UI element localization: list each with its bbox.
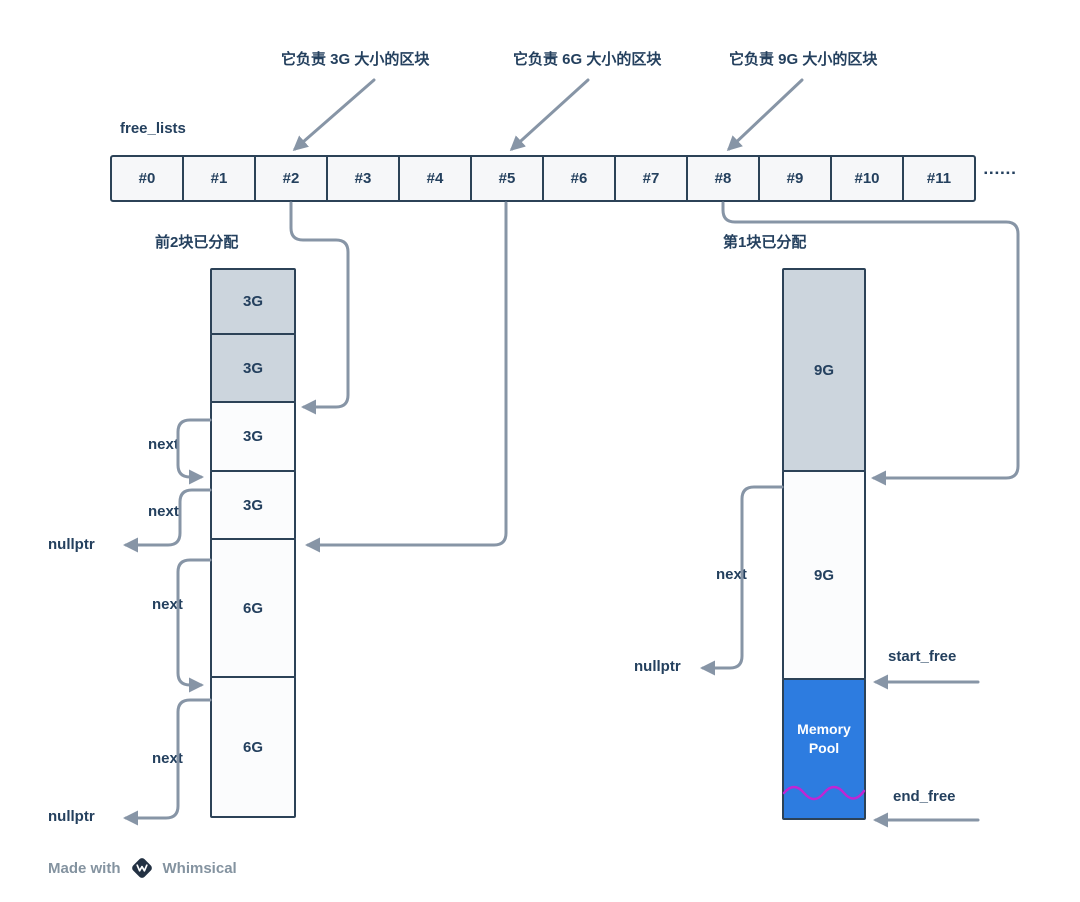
block-3g-free-1: 3G <box>210 401 296 472</box>
next-label-right: next <box>716 566 747 583</box>
made-with-text: Made with <box>48 859 121 877</box>
right-block-stack: 9G 9G Memory Pool <box>782 268 866 820</box>
block-3g-allocated-1: 3G <box>210 268 296 335</box>
free-list-cell-6: #6 <box>542 157 614 200</box>
free-list-cell-0: #0 <box>138 170 156 187</box>
block-6g-free-1: 6G <box>210 538 296 678</box>
block-9g-free: 9G <box>782 470 866 680</box>
end-free-label: end_free <box>893 788 956 805</box>
whimsical-brand-text: Whimsical <box>162 859 237 877</box>
cell5-pointer-arrow <box>305 201 508 553</box>
left-block-stack: 3G 3G 3G 3G 6G 6G <box>210 268 296 818</box>
array-continuation-marks: ▪▪▪▪▪▪ <box>984 168 1018 179</box>
annotation-3g: 它负责 3G 大小的区块 <box>281 51 430 68</box>
free-list-cell-5: #5 <box>470 157 542 200</box>
block-3g-free-2: 3G <box>210 470 296 540</box>
memory-pool-label: Memory Pool <box>797 721 851 756</box>
free-lists-label: free_lists <box>120 120 186 137</box>
next-label-4: next <box>152 750 183 767</box>
free-list-cell-11: #11 <box>902 157 974 200</box>
next-label-2: next <box>148 503 179 520</box>
next-arrow-3g-1 <box>176 418 212 485</box>
nullptr-label-right: nullptr <box>634 658 681 675</box>
free-list-cell-2: #2 <box>254 157 326 200</box>
right-column-title: 第1块已分配 <box>723 234 807 251</box>
free-list-cell-3: #3 <box>326 157 398 200</box>
next-label-3: next <box>152 596 183 613</box>
whimsical-logo-icon <box>131 858 152 878</box>
free-lists-array: #0 #1 #2 #3 #4 #5 #6 #7 #8 #9 #10 #11 <box>110 155 976 202</box>
block-6g-free-2: 6G <box>210 676 296 818</box>
footer: Made with Whimsical <box>48 855 237 881</box>
block-3g-allocated-2: 3G <box>210 333 296 403</box>
cell2-pointer-arrow <box>289 201 350 415</box>
annotation-6g: 它负责 6G 大小的区块 <box>513 51 662 68</box>
nullptr-label-1: nullptr <box>48 536 95 553</box>
free-list-cell-7: #7 <box>614 157 686 200</box>
free-list-cell-9: #9 <box>758 157 830 200</box>
left-column-title: 前2块已分配 <box>155 234 239 251</box>
next-arrow-6g-1 <box>176 558 212 693</box>
free-list-cell-10: #10 <box>830 157 902 200</box>
nullptr-label-2: nullptr <box>48 808 95 825</box>
free-list-cell-1: #1 <box>182 157 254 200</box>
annotation-arrow-6g <box>509 78 590 152</box>
annotation-arrow-9g <box>726 78 804 152</box>
free-list-cell-8: #8 <box>686 157 758 200</box>
annotation-arrow-3g <box>292 78 376 151</box>
annotation-9g: 它负责 9G 大小的区块 <box>729 51 878 68</box>
block-9g-allocated: 9G <box>782 268 866 472</box>
start-free-label: start_free <box>888 648 957 665</box>
memory-pool-block: Memory Pool <box>782 678 866 820</box>
next-label-1: next <box>148 436 179 453</box>
free-list-cell-4: #4 <box>398 157 470 200</box>
